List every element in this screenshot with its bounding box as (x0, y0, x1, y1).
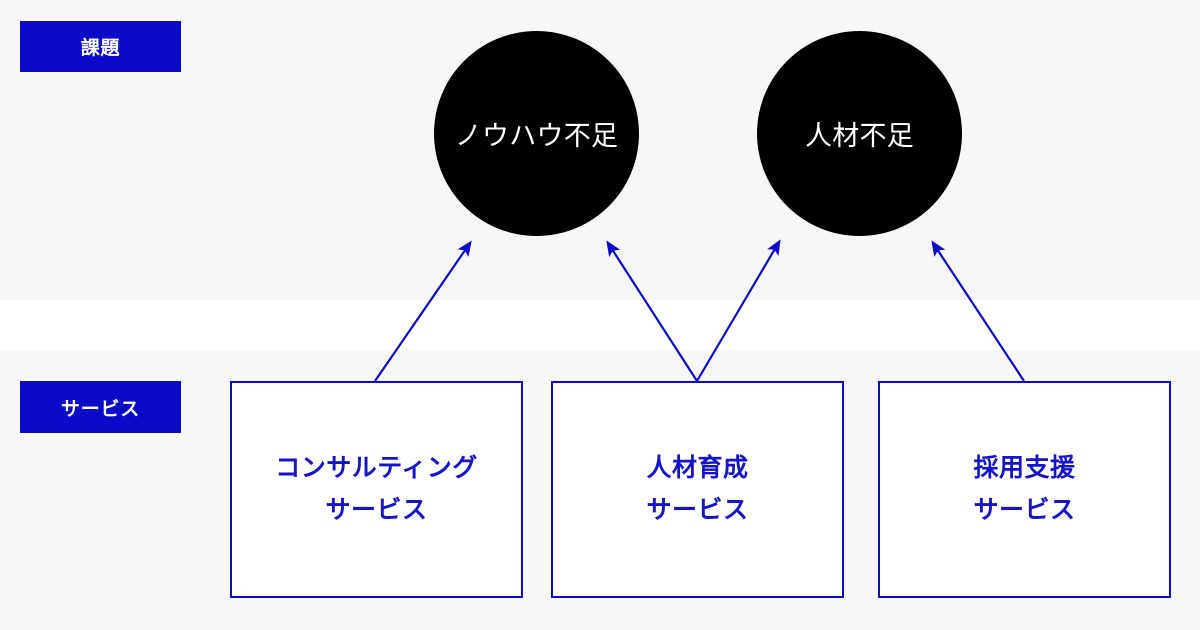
category-label-service-text: サービス (60, 398, 141, 420)
service-box-label-line2: サービス (646, 495, 749, 524)
service-box-label-line1: コンサルティング (275, 454, 478, 483)
issue-node-label: ノウハウ不足 (454, 121, 619, 151)
background-band (0, 300, 1200, 350)
service-box-label-line1: 人材育成 (646, 454, 749, 483)
service-box-label-line1: 採用支援 (973, 454, 1076, 483)
category-label-issue: 課題 (20, 21, 181, 72)
issue-node-jinzai[interactable]: 人材不足 (757, 31, 962, 236)
service-box-label-line2: サービス (973, 495, 1076, 524)
service-box-consulting[interactable]: コンサルティング サービス (230, 381, 523, 598)
category-label-service: サービス (20, 381, 181, 433)
issue-node-label: 人材不足 (804, 121, 915, 151)
issue-node-knowhow[interactable]: ノウハウ不足 (434, 31, 639, 236)
service-box-label-line2: サービス (325, 495, 428, 524)
category-label-issue-text: 課題 (80, 38, 121, 59)
service-box-saiyo-shien[interactable]: 採用支援 サービス (878, 381, 1171, 598)
service-box-jinzai-ikusei[interactable]: 人材育成 サービス (551, 381, 844, 598)
